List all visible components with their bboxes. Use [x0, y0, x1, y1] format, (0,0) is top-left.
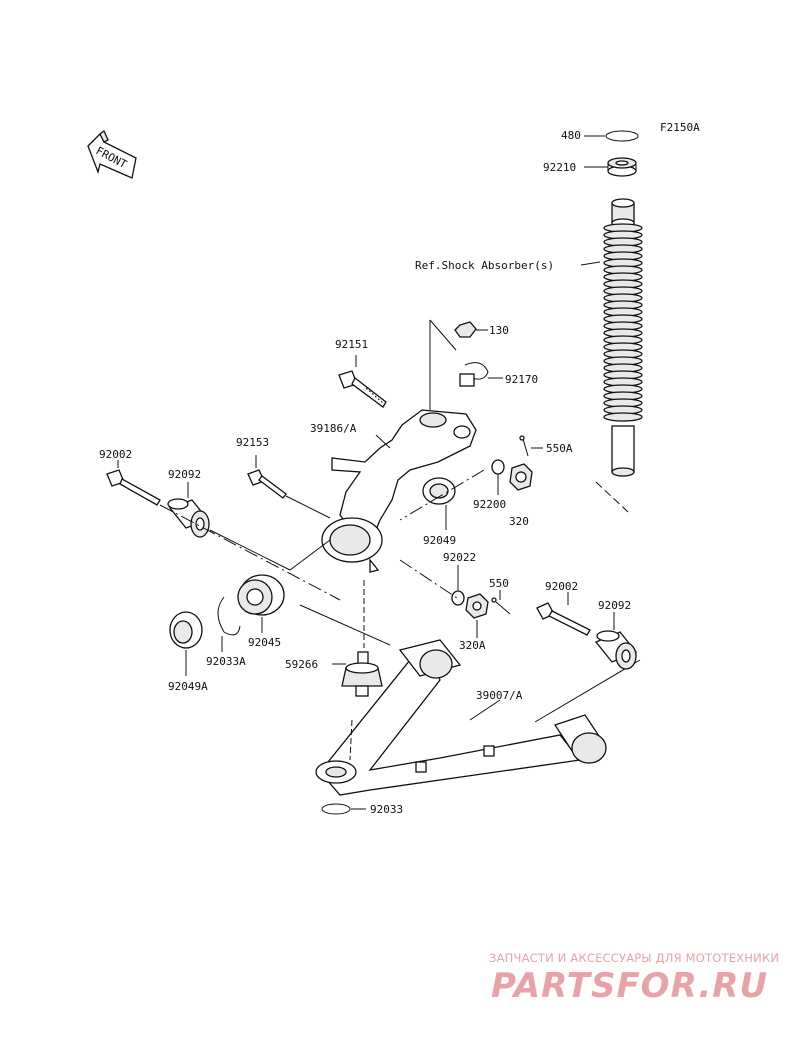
- callout-92045: 92045: [248, 636, 281, 649]
- callout-92033A: 92033A: [206, 655, 246, 668]
- callout-92049: 92049: [423, 534, 456, 547]
- watermark-tagline: ЗАПЧАСТИ И АКСЕССУАРЫ ДЛЯ МОТОТЕХНИКИ: [489, 951, 780, 965]
- callout-92092-right: 92092: [598, 599, 631, 612]
- circlip-92033A: [217, 596, 241, 636]
- shock-absorber: [580, 130, 643, 513]
- castle-nut-320: [509, 463, 533, 491]
- callout-92049A: 92049A: [168, 680, 208, 693]
- bracket-92170: [459, 362, 489, 387]
- callout-92153: 92153: [236, 436, 269, 449]
- collar-92210: [607, 157, 637, 177]
- washer-92022: [451, 590, 465, 606]
- callout-39186A: 39186/A: [310, 422, 357, 435]
- washer-92200: [491, 459, 505, 475]
- callout-92210: 92210: [543, 161, 576, 174]
- bearing-92045: [237, 574, 285, 616]
- callout-92002-right: 92002: [545, 580, 578, 593]
- callout-130: 130: [489, 324, 509, 337]
- callout-92200: 92200: [473, 498, 506, 511]
- knuckle-39186A: [321, 319, 477, 573]
- circlip-92033: [321, 803, 351, 815]
- callout-92170: 92170: [505, 373, 538, 386]
- callout-550: 550: [489, 577, 509, 590]
- bushing-92092-left: [167, 498, 210, 538]
- callout-39007A: 39007/A: [476, 689, 523, 702]
- callout-92033: 92033: [370, 803, 403, 816]
- clip-480: [605, 130, 639, 142]
- callout-92151: 92151: [335, 338, 368, 351]
- watermark-logo: PARTSFOR.RU: [491, 966, 769, 1006]
- bushing-92092-right: [594, 630, 638, 670]
- pin-550: [491, 597, 511, 615]
- castle-nut-320A: [465, 593, 489, 619]
- callout-92022: 92022: [443, 551, 476, 564]
- spring-coil: [603, 412, 643, 422]
- callout-480: 480: [561, 129, 581, 142]
- bolt-92002-right: [536, 602, 591, 636]
- nut-130: [454, 321, 477, 338]
- callout-550A: 550A: [546, 442, 573, 455]
- callout-92002-left: 92002: [99, 448, 132, 461]
- callout-59266: 59266: [285, 658, 318, 671]
- callout-320: 320: [509, 515, 529, 528]
- oil-seal-92049: [422, 477, 456, 505]
- spring-coils: [603, 223, 643, 422]
- front-arrow-icon: FRONT: [87, 129, 137, 179]
- ball-joint-59266: [341, 651, 383, 697]
- diagram-code: F2150A: [660, 121, 700, 134]
- pin-550A: [519, 435, 529, 457]
- a-arm-39007A: [315, 639, 607, 796]
- bolt-92002-left: [106, 469, 161, 506]
- callout-320A: 320A: [459, 639, 486, 652]
- bolt-92153: [247, 469, 287, 499]
- oil-seal-92049A: [169, 611, 203, 649]
- callout-92092-left: 92092: [168, 468, 201, 481]
- reference-label: Ref.Shock Absorber(s): [415, 259, 554, 272]
- bolt-92151: [338, 370, 387, 408]
